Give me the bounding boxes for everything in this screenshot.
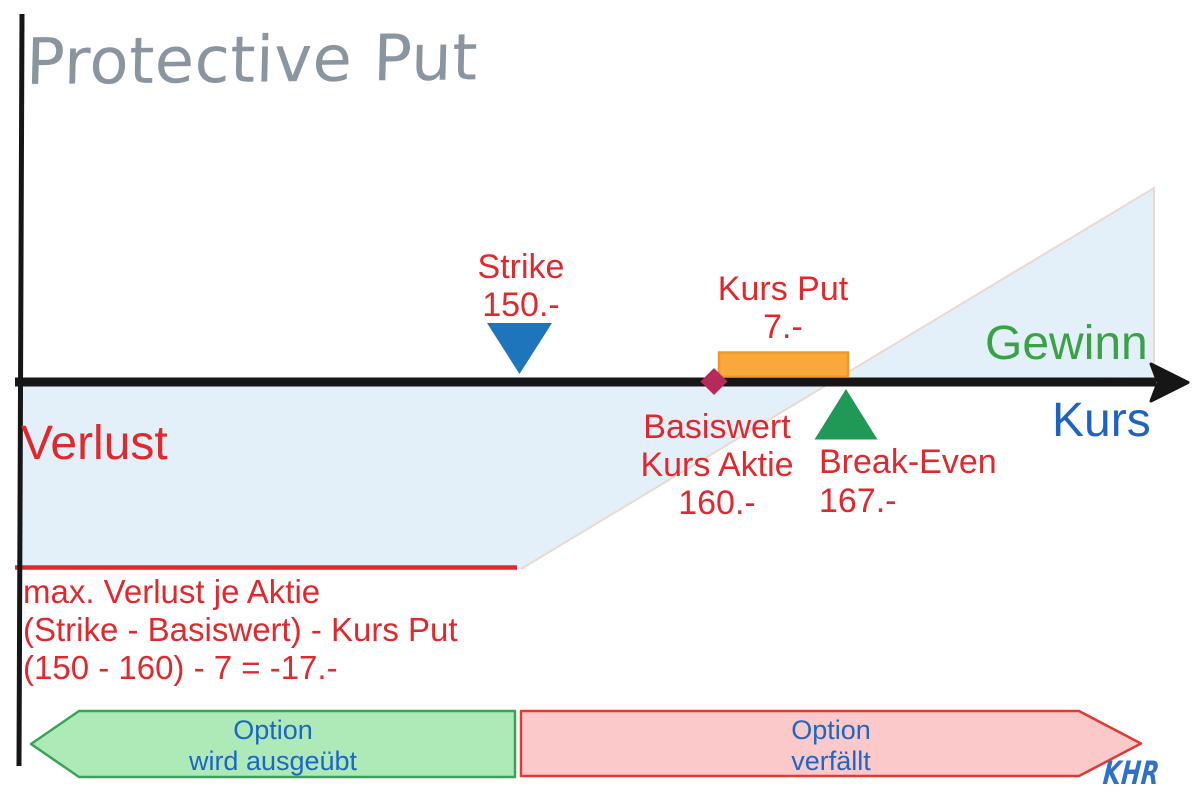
zone-expired-arrow	[519, 709, 1143, 778]
zone-expired-line2: verfällt	[791, 746, 871, 776]
zone-exercised-label: Option wird ausgeübt	[189, 715, 357, 777]
strike-marker-icon	[487, 323, 552, 374]
basiswert-value: 160.-	[678, 484, 756, 522]
strike-label: Strike 150.-	[478, 248, 565, 324]
break-even-label-text: Break-Even	[819, 443, 997, 481]
break-even-label: Break-Even 167.-	[819, 443, 997, 521]
diagram-title: Protective Put	[25, 21, 479, 101]
zone-exercised-line2: wird ausgeübt	[188, 746, 358, 776]
max-loss-formula: max. Verlust je Aktie (Strike - Basiswer…	[23, 573, 458, 687]
break-even-value: 167.-	[819, 482, 897, 520]
x-axis-label: Kurs	[1052, 394, 1151, 447]
zone-expired-line1: Option	[791, 715, 871, 745]
kurs-put-label: Kurs Put 7.-	[718, 270, 848, 346]
break-even-marker-icon	[814, 389, 878, 440]
profit-axis-label: Gewinn	[985, 317, 1148, 370]
kurs-put-bar	[717, 351, 850, 378]
payoff-area-fill	[18, 188, 1154, 569]
loss-axis-label: Verlust	[21, 417, 168, 470]
zone-exercised-arrow	[29, 709, 517, 779]
basiswert-label-line2: Kurs Aktie	[640, 446, 794, 484]
basiswert-diamond-icon	[700, 368, 728, 395]
basiswert-label: Basiswert Kurs Aktie 160.-	[640, 408, 793, 522]
basiswert-label-line1: Basiswert	[643, 408, 791, 446]
author-signature: KHR	[1101, 756, 1162, 793]
strike-label-text: Strike	[477, 248, 565, 286]
kurs-put-value: 7.-	[763, 308, 803, 346]
formula-line1: max. Verlust je Aktie	[23, 573, 321, 610]
zone-expired-label: Option verfällt	[791, 715, 871, 777]
zone-exercised-line1: Option	[233, 715, 313, 745]
formula-line2: (Strike - Basiswert) - Kurs Put	[23, 611, 458, 648]
y-axis-line	[16, 13, 25, 767]
strike-value: 150.-	[482, 286, 560, 324]
x-axis-arrow-head-icon	[1149, 362, 1190, 403]
formula-line3: (150 - 160) - 7 = -17.-	[23, 649, 338, 686]
payoff-line	[520, 186, 1155, 570]
kurs-put-label-text: Kurs Put	[717, 270, 849, 308]
